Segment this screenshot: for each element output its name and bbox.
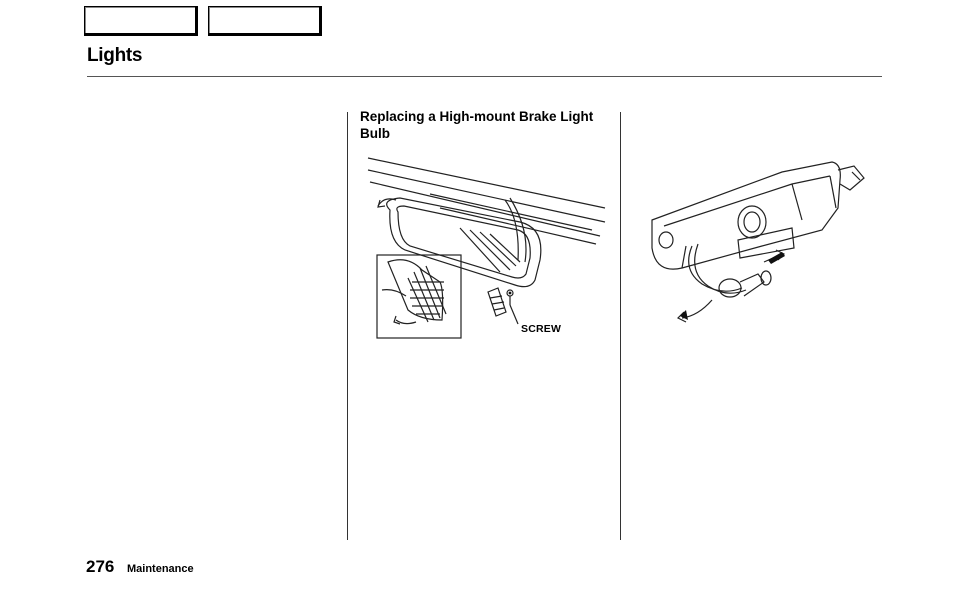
nav-button-1[interactable] <box>84 6 198 36</box>
column-divider-right <box>620 112 621 540</box>
nav-button-2[interactable] <box>208 6 322 36</box>
brake-light-housing-drawing <box>367 157 606 339</box>
page-number: 276 <box>86 557 115 576</box>
page-title: Lights <box>87 45 143 66</box>
section-heading: Replacing a High-mount Brake Light Bulb <box>360 109 594 141</box>
screw-label: SCREW <box>521 323 562 335</box>
bulb-socket-removal-illustration <box>642 150 888 330</box>
bulb-socket-drawing <box>651 161 865 323</box>
brake-light-removal-illustration: SCREW <box>360 150 612 346</box>
footer-section-name: Maintenance <box>127 563 194 575</box>
column-divider-left <box>347 112 348 540</box>
title-divider <box>87 76 882 77</box>
